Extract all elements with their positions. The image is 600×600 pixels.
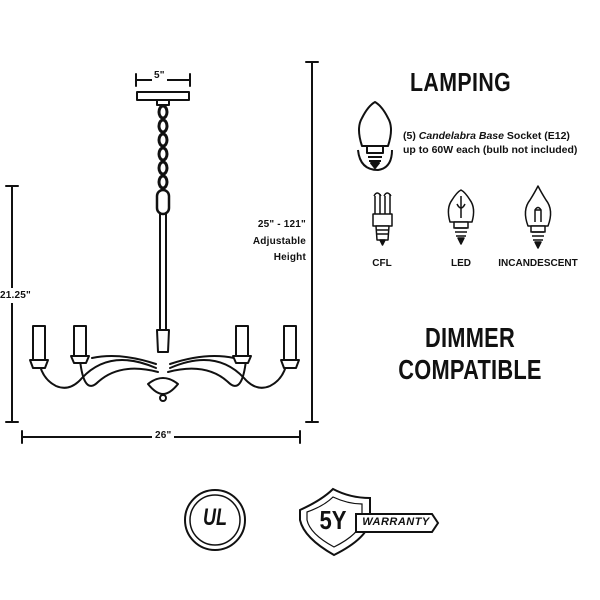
cfl-bulb-icon	[372, 192, 393, 246]
arm-3	[167, 359, 247, 387]
dimmer-line-1: DIMMER	[425, 322, 515, 353]
incandescent-bulb-icon	[524, 185, 552, 249]
width-label: 26"	[152, 430, 175, 441]
socket-base-name: Candelabra Base	[418, 130, 504, 142]
dimmer-compatible: DIMMER COMPATIBLE	[350, 322, 590, 386]
body-height-label: 21.25"	[0, 288, 31, 303]
bulb-label-led: LED	[451, 258, 471, 269]
lamping-title: LAMPING	[410, 67, 512, 97]
canopy-width-label: 5"	[152, 70, 167, 81]
socket-count: (5)	[403, 130, 416, 142]
height-range-label: 25" - 121"	[257, 219, 306, 230]
bulb-label-incandescent: INCANDESCENT	[498, 258, 578, 269]
warranty-years: 5Y	[319, 505, 347, 535]
adjustable-label: Adjustable	[252, 236, 306, 247]
arm-2	[79, 359, 159, 387]
socket-info: (5) Candelabra Base Socket (E12) up to 6…	[403, 129, 598, 157]
led-bulb-icon	[447, 189, 475, 245]
height-word-label: Height	[273, 252, 306, 263]
dimmer-line-2: COMPATIBLE	[398, 354, 542, 385]
chain-loop	[155, 188, 171, 216]
bulb-label-cfl: CFL	[372, 258, 392, 269]
ul-badge-text: UL	[203, 504, 227, 531]
warranty-ribbon	[355, 513, 440, 533]
warranty-label: WARRANTY	[362, 516, 430, 528]
arm-1	[39, 359, 157, 389]
arm-4	[169, 359, 287, 389]
center-bowl	[147, 377, 179, 395]
socket-type: Socket (E12)	[506, 130, 570, 142]
socket-wattage: up to 60W each (bulb not included)	[403, 144, 578, 156]
ul-badge-outer-ring	[184, 489, 246, 551]
